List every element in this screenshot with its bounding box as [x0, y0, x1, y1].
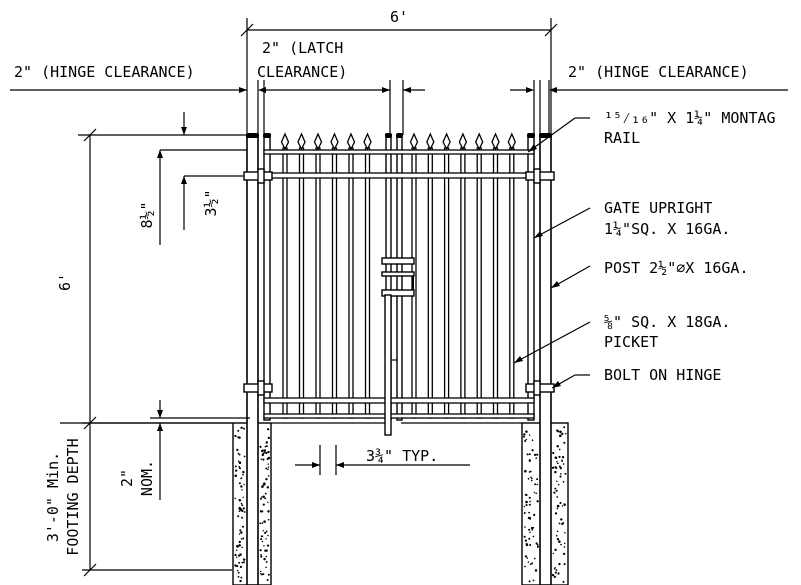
callout-post: POST 2½"⌀X 16GA.: [550, 259, 749, 289]
gate-upright-label-line1: GATE UPRIGHT: [604, 199, 712, 217]
picket-spear-top: [280, 132, 290, 151]
picket-spear-top: [313, 132, 323, 151]
picket-spear-top: [491, 132, 500, 151]
callout-montag-rail: ¹⁵⁄₁₆" X 1¼" MONTAG RAIL: [527, 109, 776, 153]
clearance-dimension-line: 2" (HINGE CLEARANCE) 2" (HINGE CLEARANCE…: [10, 39, 788, 135]
overall-width-label: 6': [390, 8, 408, 26]
footing-label-line1: 3'-0" Min.: [44, 452, 62, 542]
picket: [476, 147, 482, 419]
top-rail-dimensions: 8½" 3½": [138, 112, 256, 245]
callout-bolt-on-hinge: BOLT ON HINGE: [551, 366, 721, 389]
picket-spear-top: [297, 132, 306, 151]
picket: [282, 147, 288, 419]
right-post: [539, 133, 552, 585]
hinges: [243, 168, 555, 396]
footing-label-line2: FOOTING DEPTH: [64, 438, 82, 555]
latch-clearance-label-line2: CLEARANCE): [257, 63, 347, 81]
picket-spear-top: [442, 132, 451, 151]
overall-width-dimension: 6': [240, 8, 558, 140]
picket-top-dimension-label: 8½": [138, 201, 156, 228]
nominal-dimension: 2" NOM.: [118, 400, 250, 500]
height-label: 6': [56, 273, 74, 291]
hinge-clearance-left-label: 2" (HINGE CLEARANCE): [14, 63, 195, 81]
post-label: POST 2½"⌀X 16GA.: [604, 259, 749, 277]
picket: [348, 147, 354, 419]
picket-label-line1: ⅝" SQ. X 18GA.: [604, 313, 730, 331]
picket: [298, 147, 305, 419]
picket: [315, 147, 321, 419]
bolt-on-hinge-label: BOLT ON HINGE: [604, 366, 721, 384]
picket-spear-top: [458, 132, 468, 151]
picket-spear-top: [409, 132, 419, 151]
montag-rail-label-line1: ¹⁵⁄₁₆" X 1¼" MONTAG: [604, 109, 776, 127]
picket-spear-top: [346, 132, 356, 151]
rail-spacing-dimension-label: 3½": [202, 189, 220, 216]
callout-gate-upright: GATE UPRIGHT 1¼"SQ. X 16GA.: [533, 199, 730, 239]
picket: [509, 147, 515, 419]
picket-spacing-dimension: 3¾" TYP.: [295, 445, 470, 475]
picket: [364, 147, 371, 419]
picket: [492, 147, 499, 419]
picket: [443, 147, 450, 419]
picket-spear-top: [507, 132, 517, 151]
picket-spacing-label: 3¾" TYP.: [366, 447, 438, 465]
nominal-label-line1: 2": [118, 469, 136, 487]
footing-depth-dimension: 3'-0" Min. FOOTING DEPTH: [44, 422, 232, 577]
latch-assembly: [381, 257, 415, 436]
left-post: [246, 133, 259, 585]
callout-picket: ⅝" SQ. X 18GA. PICKET: [513, 313, 730, 364]
height-dimension: 6': [56, 128, 250, 430]
picket-label-line2: PICKET: [604, 333, 658, 351]
picket: [331, 147, 338, 419]
center-right-upright: [396, 136, 403, 421]
latch-clearance-label-line1: 2" (LATCH: [262, 39, 343, 57]
gate-upright-label-line2: 1¼"SQ. X 16GA.: [604, 220, 730, 238]
picket: [460, 147, 466, 419]
nominal-label-line2: NOM.: [138, 460, 156, 496]
picket-spear-top: [426, 132, 435, 151]
picket: [427, 147, 433, 419]
montag-rail-label-line2: RAIL: [604, 129, 640, 147]
picket-spear-top: [363, 132, 372, 151]
picket-spear-top: [474, 132, 484, 151]
hinge-clearance-right-label: 2" (HINGE CLEARANCE): [568, 63, 749, 81]
picket-spear-top: [330, 132, 339, 151]
